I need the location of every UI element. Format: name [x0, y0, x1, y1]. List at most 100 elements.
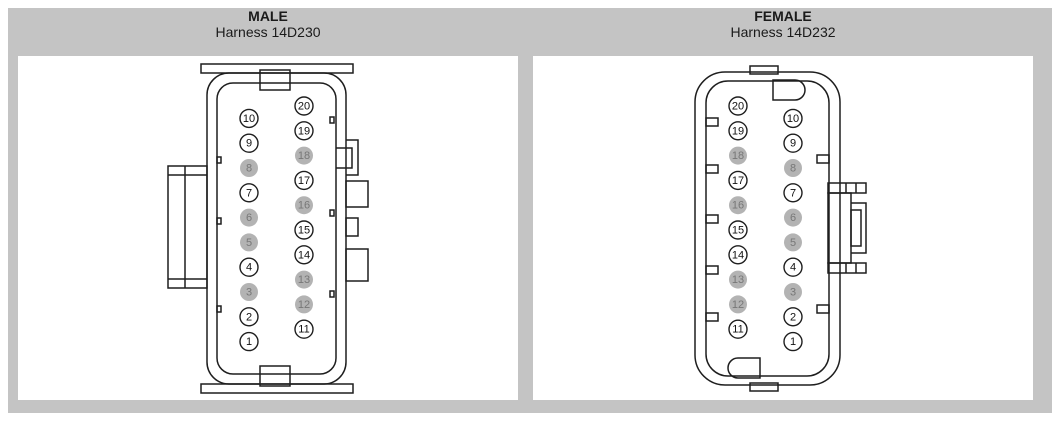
female-pin-2 [783, 307, 803, 327]
male-bottom-latch [259, 365, 291, 387]
female-latch-top [827, 182, 867, 194]
female-pin-label-12: 12 [732, 299, 744, 311]
male-pin-label-16: 16 [298, 200, 310, 212]
female-pin-5 [784, 233, 802, 252]
male-pin-label-13: 13 [298, 274, 310, 286]
male-pin-2 [239, 307, 259, 327]
female-outer-body [694, 71, 841, 386]
female-pin-9 [783, 133, 803, 153]
female-pin-label-17: 17 [732, 175, 744, 187]
male-pin-label-6: 6 [246, 212, 252, 224]
female-pin-label-20: 20 [732, 101, 744, 113]
female-title: FEMALE [754, 8, 812, 24]
male-outer-body [206, 72, 347, 385]
female-pin-label-16: 16 [732, 200, 744, 212]
male-pin-label-8: 8 [246, 163, 252, 175]
female-pin-label-3: 3 [790, 287, 796, 299]
female-pin-10 [783, 108, 803, 129]
female-pin-1 [783, 331, 803, 352]
female-pin-20 [728, 96, 748, 116]
female-pin-4 [783, 257, 803, 277]
male-left-lock [167, 165, 208, 289]
female-pin-label-15: 15 [732, 225, 744, 237]
male-inner-body [216, 82, 337, 375]
male-pin-5 [240, 233, 258, 252]
male-pin-label-12: 12 [298, 299, 310, 311]
male-pin-label-1: 1 [246, 336, 252, 348]
male-pin-1 [239, 331, 259, 352]
female-bottom-slot [727, 357, 761, 379]
female-pin-label-2: 2 [790, 311, 796, 323]
female-pin-label-11: 11 [732, 324, 743, 336]
male-pin-7 [239, 183, 259, 203]
male-pin-8 [240, 159, 258, 177]
male-pin-label-11: 11 [298, 324, 309, 336]
female-top-slot [772, 79, 806, 101]
female-bottom-tab [749, 382, 779, 392]
female-pin-15 [728, 220, 748, 240]
male-pin-20 [294, 96, 314, 116]
male-pin-label-9: 9 [246, 138, 252, 150]
male-pin-label-14: 14 [298, 249, 310, 261]
male-header: MALE Harness 14D230 [18, 8, 518, 41]
female-pin-7 [783, 183, 803, 203]
female-pin-18 [729, 146, 747, 165]
male-pin-label-15: 15 [298, 225, 310, 237]
male-pin-16 [295, 196, 313, 215]
male-pin-12 [295, 295, 313, 314]
female-pin-8 [784, 159, 802, 177]
female-pin-label-14: 14 [732, 249, 744, 261]
female-subtitle: Harness 14D232 [730, 24, 836, 40]
female-pin-label-4: 4 [790, 262, 796, 274]
male-pin-14 [294, 245, 314, 265]
male-pin-10 [239, 108, 259, 129]
female-pin-19 [728, 121, 748, 141]
female-pin-label-18: 18 [732, 150, 744, 162]
male-right-key [346, 139, 359, 176]
male-pin-label-10: 10 [243, 113, 255, 125]
male-right-bump-3 [345, 248, 369, 282]
male-pin-label-2: 2 [246, 311, 252, 323]
female-pin-label-7: 7 [790, 187, 796, 199]
female-pin-label-10: 10 [787, 113, 799, 125]
male-pin-label-17: 17 [298, 175, 310, 187]
female-pin-label-5: 5 [790, 237, 796, 249]
male-pin-4 [239, 257, 259, 277]
male-pin-6 [240, 208, 258, 227]
male-pin-18 [295, 146, 313, 165]
male-pin-13 [295, 270, 313, 289]
male-subtitle: Harness 14D230 [215, 24, 321, 40]
male-pin-17 [294, 170, 314, 191]
male-right-bump-2 [345, 217, 359, 237]
male-top-flange [200, 63, 354, 74]
female-pin-3 [784, 283, 802, 301]
female-pin-label-1: 1 [790, 336, 796, 348]
female-pin-14 [728, 245, 748, 265]
female-pin-12 [729, 295, 747, 314]
female-pin-16 [729, 196, 747, 215]
male-pin-label-18: 18 [298, 150, 310, 162]
male-pin-19 [294, 121, 314, 141]
male-pin-label-19: 19 [298, 125, 310, 137]
female-pin-label-19: 19 [732, 125, 744, 137]
male-pin-3 [240, 283, 258, 301]
female-pin-11 [728, 319, 748, 339]
male-pin-label-20: 20 [298, 101, 310, 113]
female-top-tab [749, 65, 779, 75]
male-top-latch [259, 69, 291, 91]
female-pin-label-13: 13 [732, 274, 744, 286]
female-latch-bottom [827, 262, 867, 274]
female-pin-17 [728, 170, 748, 191]
male-diagram-area [18, 56, 518, 400]
female-diagram-area [533, 56, 1033, 400]
male-pin-11 [294, 319, 314, 339]
male-pin-label-4: 4 [246, 262, 252, 274]
female-connector-outline [694, 65, 867, 392]
male-pin-label-7: 7 [246, 187, 252, 199]
male-pin-label-5: 5 [246, 237, 252, 249]
male-right-bump-1 [345, 180, 369, 208]
male-pin-9 [239, 133, 259, 153]
male-pin-15 [294, 220, 314, 240]
